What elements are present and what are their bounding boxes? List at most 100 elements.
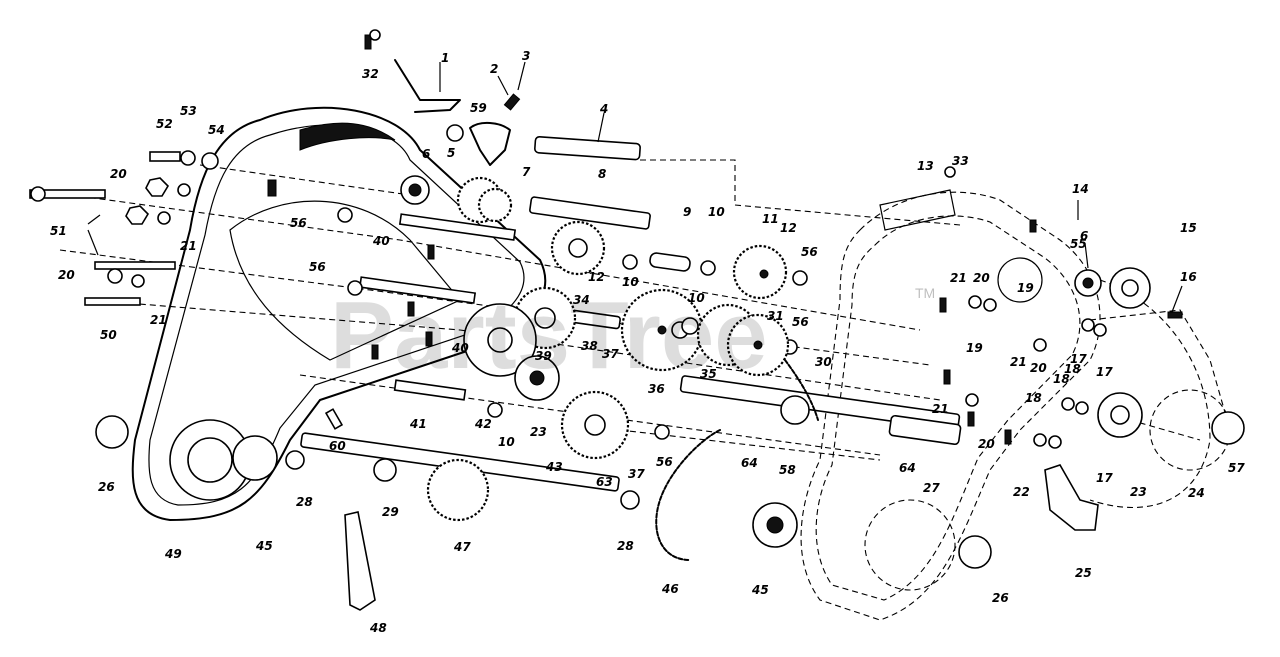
stud-bolt	[94, 261, 176, 270]
callout-50: 50	[100, 328, 117, 342]
callout-10: 10	[708, 205, 725, 219]
drive-chain-upper	[784, 359, 819, 421]
alignment-line	[89, 299, 941, 401]
leader-lines	[87, 61, 1183, 313]
washer	[983, 298, 997, 312]
callout-64: 64	[899, 461, 916, 475]
callout-20: 20	[58, 268, 75, 282]
callout-45: 45	[255, 539, 273, 553]
housing-top-boss	[879, 189, 956, 231]
shift-fork	[469, 122, 511, 166]
callout-60: 60	[329, 439, 346, 453]
callout-9: 9	[683, 205, 691, 219]
drive-chain-lower	[655, 429, 721, 561]
callout-11: 11	[762, 212, 779, 226]
callout-30: 30	[815, 355, 832, 369]
callout-51: 51	[50, 224, 67, 238]
callout-20: 20	[973, 271, 990, 285]
callout-20: 20	[1030, 361, 1047, 375]
callout-15: 15	[1180, 221, 1197, 235]
callout-21: 21	[180, 239, 197, 253]
callout-41: 41	[409, 417, 427, 431]
callout-59: 59	[470, 101, 487, 115]
alignment-line	[1129, 419, 1201, 441]
callout-18: 18	[1053, 372, 1070, 386]
sprocket	[426, 458, 490, 522]
seal	[958, 535, 992, 569]
callout-17: 17	[1096, 365, 1113, 379]
key-a	[267, 179, 277, 197]
key-d	[407, 301, 415, 317]
hex-nut	[145, 177, 170, 197]
callout-64: 64	[741, 456, 758, 470]
collar	[780, 395, 810, 425]
bushing-sleeve	[649, 252, 691, 272]
washer	[1093, 323, 1107, 337]
washer	[337, 207, 353, 223]
callout-2: 2	[490, 62, 498, 76]
chains	[655, 359, 819, 561]
callout-18: 18	[1064, 362, 1081, 376]
callout-43: 43	[545, 460, 563, 474]
gears	[426, 176, 790, 522]
inner-cover-plate	[229, 200, 461, 361]
callout-34: 34	[573, 293, 590, 307]
thrust-washer-bore	[766, 516, 784, 534]
callout-55: 55	[1070, 237, 1087, 251]
leader-line	[517, 61, 526, 91]
callout-18: 18	[1025, 391, 1042, 405]
callout-63: 63	[596, 475, 613, 489]
bearing-plate	[997, 257, 1043, 303]
washer	[792, 270, 808, 286]
alignment-line	[49, 191, 921, 331]
key-e	[371, 344, 379, 360]
washer	[1048, 435, 1062, 449]
washer	[622, 254, 638, 270]
callout-6: 6	[1080, 229, 1088, 243]
callout-53: 53	[180, 104, 197, 118]
callout-10: 10	[688, 291, 705, 305]
gear-hub	[753, 340, 763, 350]
washer	[347, 280, 363, 296]
drive-hub-bore	[487, 327, 513, 353]
callout-20: 20	[110, 167, 127, 181]
housing-bearing-bore	[187, 437, 233, 483]
callout-26: 26	[992, 591, 1009, 605]
callout-42: 42	[474, 417, 492, 431]
callout-24: 24	[1188, 486, 1205, 500]
callout-19: 19	[966, 341, 983, 355]
callout-21: 21	[1010, 355, 1027, 369]
gear-hub	[584, 414, 606, 436]
alignment-line	[640, 159, 961, 226]
callout-4: 4	[599, 102, 608, 116]
callout-7: 7	[522, 165, 531, 179]
set-screw	[1167, 311, 1183, 319]
callout-31: 31	[767, 309, 784, 323]
washer	[1075, 401, 1089, 415]
lock-washer	[177, 183, 191, 197]
axle-shaft	[679, 375, 961, 431]
callout-3: 3	[522, 49, 530, 63]
gear-hub	[657, 325, 667, 335]
callout-10: 10	[622, 275, 639, 289]
callout-20: 20	[978, 437, 995, 451]
key-f	[1004, 429, 1012, 445]
callout-22: 22	[1013, 485, 1030, 499]
bearing-bore	[1082, 277, 1094, 289]
callout-23: 23	[1130, 485, 1147, 499]
key-b	[939, 297, 947, 313]
housing-shadow	[299, 122, 396, 151]
seal	[1211, 411, 1245, 445]
leader-line	[1171, 285, 1183, 313]
callout-17: 17	[1096, 471, 1113, 485]
lock-washer	[157, 211, 171, 225]
gear-hub	[568, 238, 588, 258]
callout-23: 23	[530, 425, 547, 439]
callout-12: 12	[780, 221, 797, 235]
long-bolt	[29, 189, 106, 199]
callout-48: 48	[369, 621, 387, 635]
callout-14: 14	[1072, 182, 1089, 196]
collar	[373, 458, 397, 482]
